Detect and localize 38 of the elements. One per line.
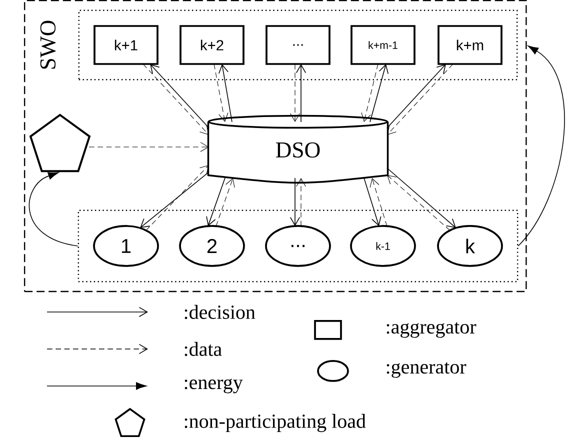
legend-text: :data: [184, 342, 222, 356]
group-box: [78, 10, 518, 80]
arrow: [290, 64, 300, 122]
arrow: [206, 178, 226, 226]
database-cylinder: DSO: [207, 114, 389, 184]
arrow: [218, 64, 232, 122]
arrow: [28, 172, 78, 246]
arrow: [387, 174, 450, 231]
aggregator-box: k+2: [180, 25, 244, 65]
node-label: DSO: [276, 142, 320, 158]
arrow: [518, 46, 565, 246]
legend-text: :decision: [184, 304, 256, 320]
arrow: [290, 178, 300, 226]
aggregator-box: k+m-1: [350, 25, 416, 65]
legend-text: :generator: [386, 362, 466, 378]
arrow: [214, 64, 228, 122]
arrow: [361, 64, 378, 122]
arrow: [216, 178, 235, 226]
aggregator-box: k+1: [94, 25, 158, 65]
legend-text: :aggregator: [386, 322, 476, 338]
arrow: [387, 64, 454, 135]
legend-text: :non-participating load: [184, 414, 366, 432]
arrow: [146, 165, 209, 231]
group-box: [78, 210, 518, 282]
arrow: [370, 64, 389, 122]
arrow: [386, 168, 456, 228]
arrow: [140, 172, 210, 228]
legend-text: :energy: [184, 378, 243, 394]
arrow: [150, 64, 210, 128]
arrow: [296, 64, 306, 122]
arrow: [142, 64, 209, 135]
arrow: [364, 178, 382, 226]
arrow: [386, 64, 446, 128]
arrow: [370, 178, 388, 226]
arrow: [88, 142, 209, 152]
arrow: [296, 178, 306, 226]
aggregator-box: ...: [266, 25, 330, 65]
aggregator-box: k+m: [438, 25, 502, 65]
